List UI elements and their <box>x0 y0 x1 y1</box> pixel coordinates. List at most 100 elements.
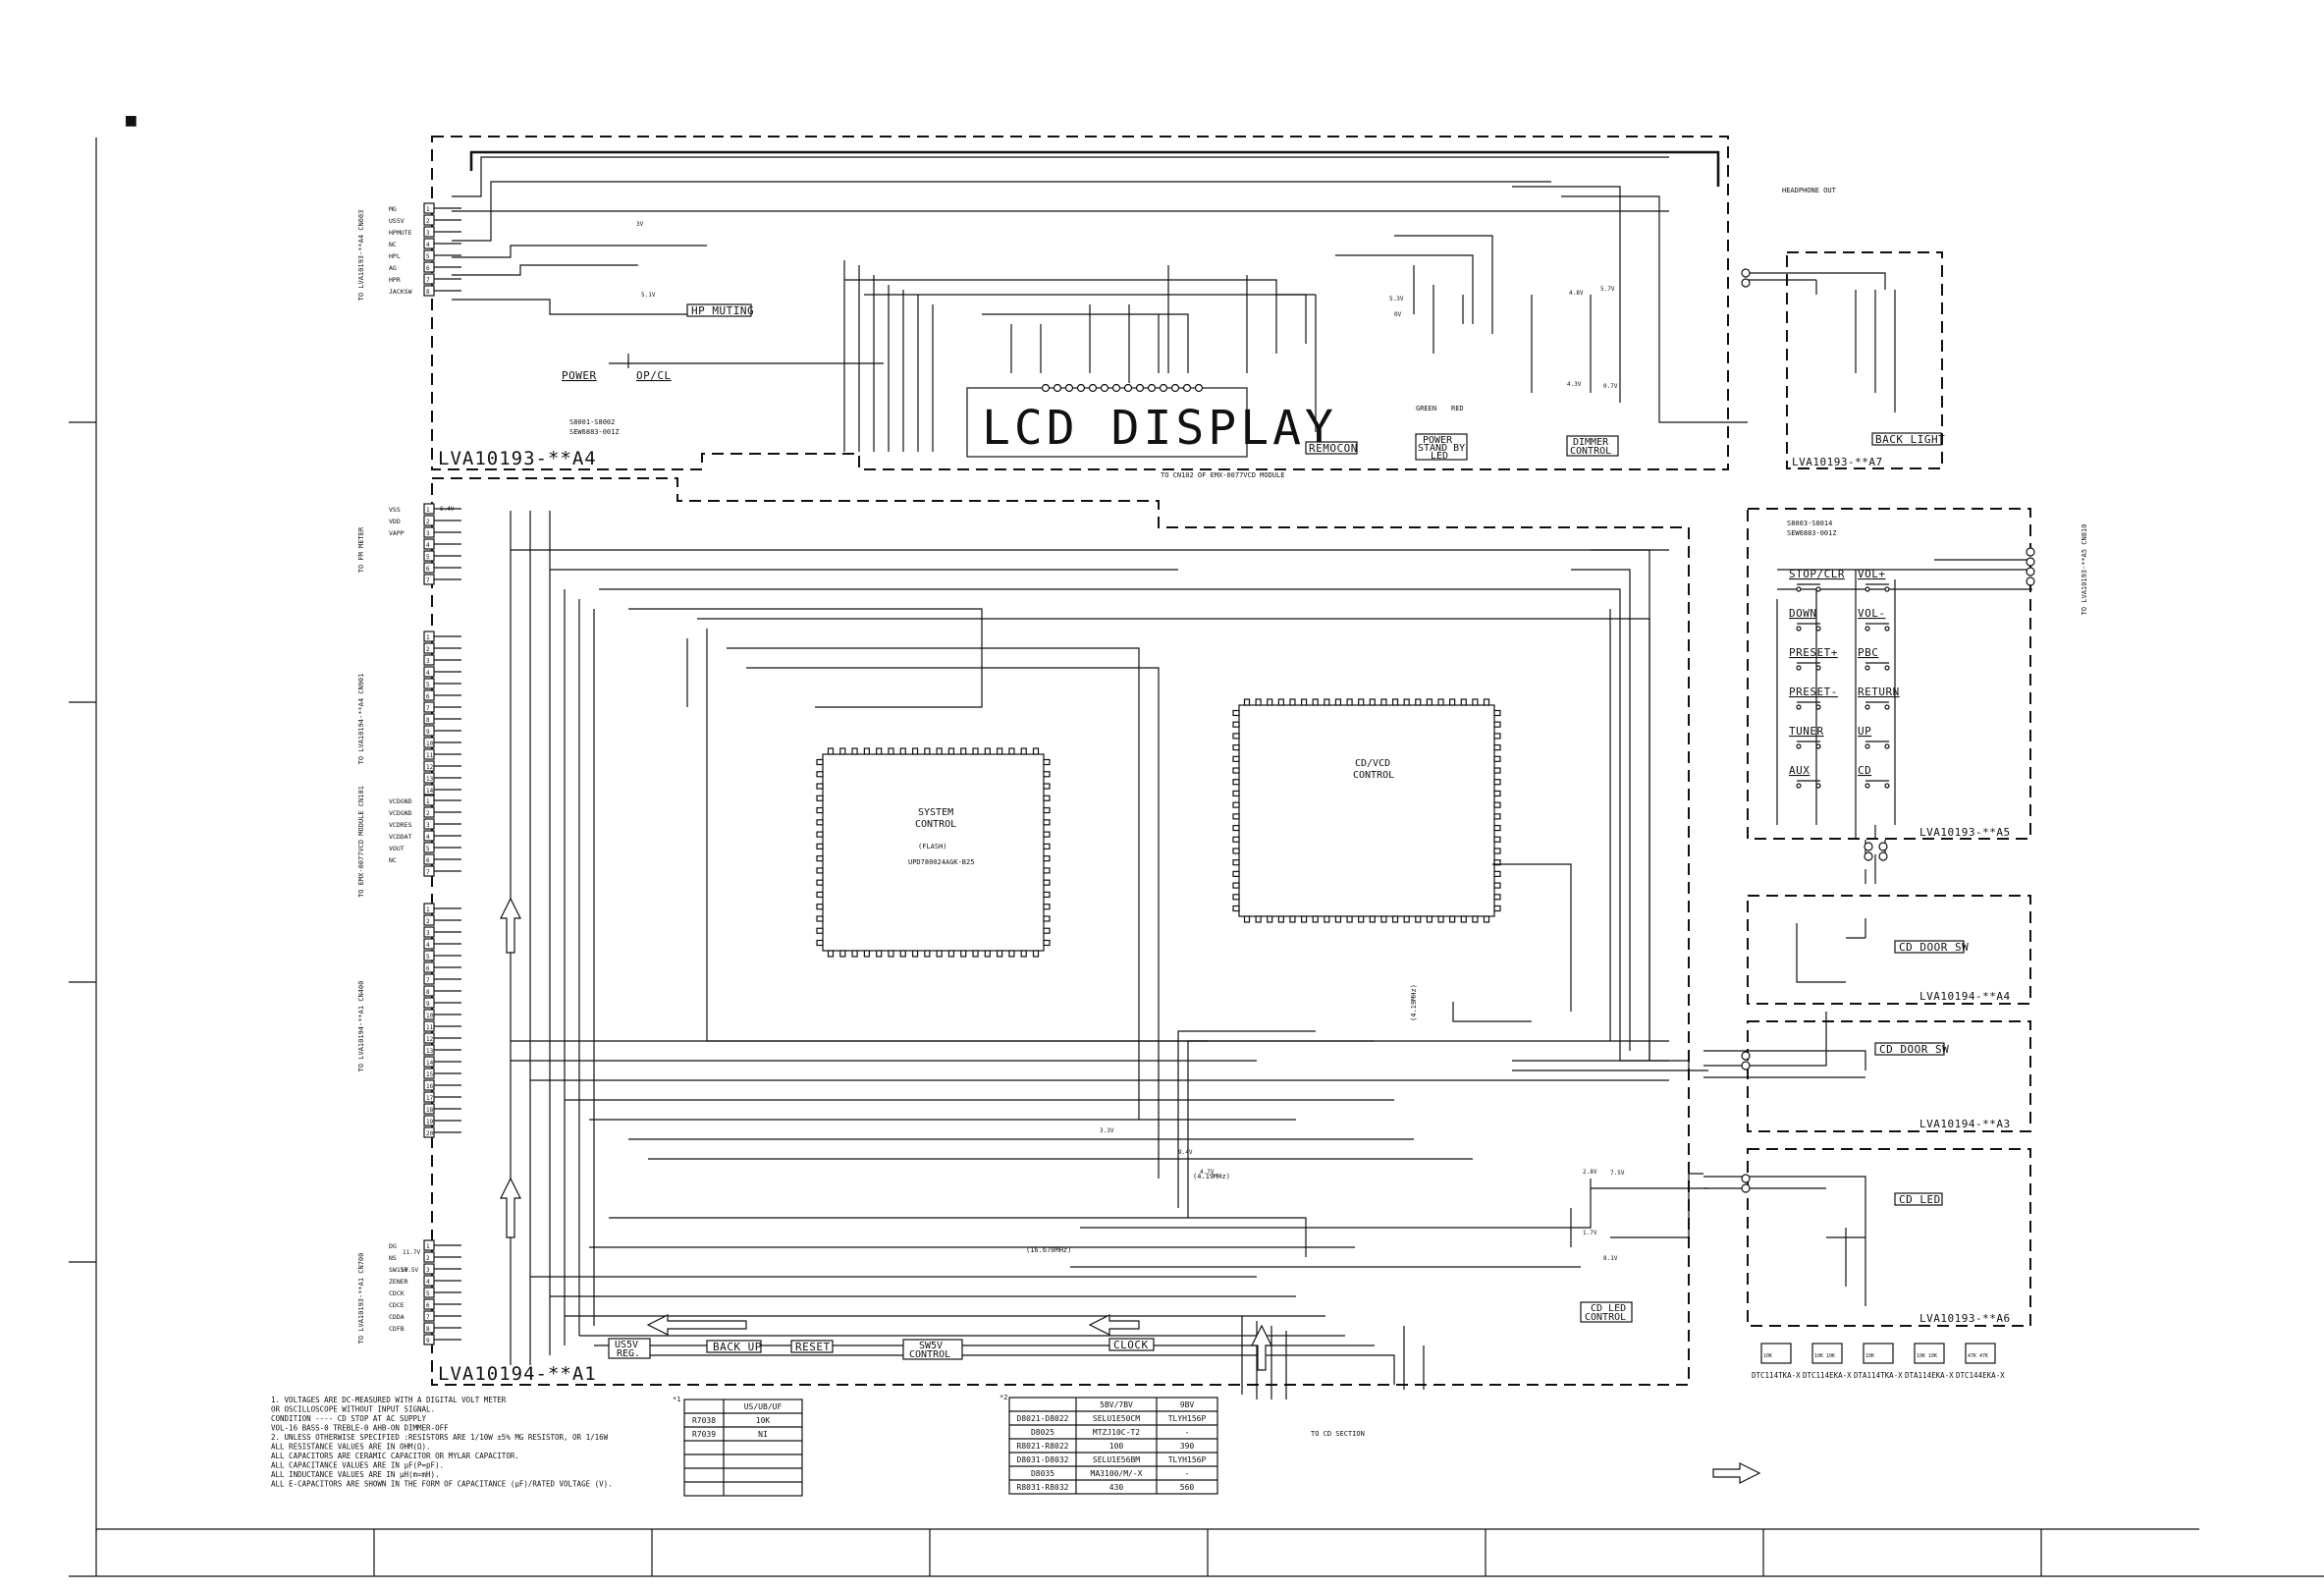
lcd-pin <box>1111 383 1121 393</box>
table-cell: SELU1E56BM <box>1093 1455 1140 1464</box>
ic-pin <box>984 950 991 958</box>
ic-pin <box>1043 879 1051 886</box>
ic-pin <box>1493 733 1501 740</box>
ic-pin <box>816 879 824 886</box>
ic-pin <box>816 771 824 778</box>
connector-pin-label: HPMUTE <box>389 229 412 237</box>
ic-pin <box>1460 698 1467 706</box>
table-header-cell: 9BV <box>1180 1400 1195 1409</box>
ic-pin <box>1493 848 1501 854</box>
table-cell: MA3100/M/-X <box>1091 1469 1143 1478</box>
connector-pin-number: 3 <box>426 658 430 665</box>
cd-led-box <box>1894 1192 1943 1206</box>
key-label-preset-[interactable]: PRESET- <box>1789 686 1838 698</box>
ic-pin <box>1043 783 1051 790</box>
ic-pin <box>1232 824 1240 832</box>
connector-pin-number: 4 <box>426 670 430 677</box>
key-label-preset-[interactable]: PRESET+ <box>1789 646 1838 659</box>
key-label-tuner[interactable]: TUNER <box>1789 725 1824 738</box>
back-up-box <box>706 1340 762 1353</box>
ic-pin <box>1493 882 1501 889</box>
lcd-pin <box>1170 383 1180 393</box>
cd-door-sw-box-1 <box>1894 940 1965 954</box>
cd-led-control-label-2: CONTROL <box>1585 1312 1626 1323</box>
ic-pin <box>863 950 870 958</box>
key-label-pbc[interactable]: PBC <box>1858 646 1878 659</box>
connector-pin <box>1864 851 1873 861</box>
key-label-stop-clr[interactable]: STOP/CLR <box>1789 568 1845 580</box>
lcd-pin <box>1194 383 1204 393</box>
key-label-down[interactable]: DOWN <box>1789 607 1817 620</box>
ic-pin <box>1277 915 1284 923</box>
table-cell: - <box>1185 1428 1190 1437</box>
key-contact <box>1865 704 1870 710</box>
key-label-vol-[interactable]: VOL- <box>1858 607 1886 620</box>
connector-pin-number: 4 <box>426 834 430 841</box>
key-contact <box>1815 704 1821 710</box>
main-panel-outline <box>431 136 1729 470</box>
connector-pin-number: 1 <box>426 798 430 805</box>
ic-pin <box>1449 915 1456 923</box>
ic-pin <box>1267 915 1273 923</box>
ic-pin <box>1493 824 1501 832</box>
table-cell: SELU1E50CM <box>1093 1414 1140 1423</box>
power-label[interactable]: POWER <box>562 369 597 382</box>
key-contact <box>1796 704 1802 710</box>
hp-muting-label: HP MUTING <box>691 304 754 317</box>
ic-pin <box>972 950 979 958</box>
transistor-symbol <box>1863 1343 1894 1364</box>
lcd-pin <box>1053 383 1062 393</box>
ic-pin <box>1232 859 1240 866</box>
key-label-aux[interactable]: AUX <box>1789 764 1810 777</box>
connector-pin-label: VCDGND <box>389 809 412 817</box>
key-ref-1: S8003-S8014 <box>1787 520 1832 527</box>
key-label-up[interactable]: UP <box>1858 725 1871 738</box>
system-control-label-1: SYSTEM <box>918 807 953 818</box>
op-cl-label[interactable]: OP/CL <box>636 369 672 382</box>
key-label-return[interactable]: RETURN <box>1858 686 1900 698</box>
connector-pin-number: 7 <box>426 869 430 876</box>
ic-pin <box>1043 939 1051 947</box>
ic-pin <box>1043 904 1051 910</box>
us5v-reg-box <box>608 1338 651 1359</box>
table-frame <box>683 1399 803 1497</box>
ic-pin <box>1020 747 1027 755</box>
ic-pin <box>1493 836 1501 843</box>
connector-pin-number: 6 <box>426 965 430 972</box>
voltage-label: 5.7V <box>1600 286 1615 293</box>
ic-pin <box>1043 891 1051 899</box>
connector-pin-label: US5V <box>389 217 405 225</box>
connector-pin-number: 5 <box>426 846 430 852</box>
ic-pin <box>899 747 906 755</box>
ic-pin <box>1426 698 1433 706</box>
table-header-cell: US/UB/UF <box>744 1402 783 1411</box>
table-mark: *1 <box>673 1396 680 1403</box>
module-label-cd-door-a3: LVA10194-**A3 <box>1919 1118 2011 1130</box>
ic-pin <box>1493 721 1501 728</box>
ic-pin <box>1493 779 1501 786</box>
table-cell: D8035 <box>1031 1469 1054 1478</box>
remocon-box <box>1305 441 1358 455</box>
note-line: ALL INDUCTANCE VALUES ARE IN μH(m=mH). <box>271 1470 440 1479</box>
key-label-cd[interactable]: CD <box>1858 764 1871 777</box>
red-led-label: RED <box>1451 405 1464 412</box>
ic-pin <box>816 927 824 934</box>
sw5v-control-label-2: CONTROL <box>909 1349 950 1360</box>
connector-pin-number: 1 <box>426 1243 430 1250</box>
connector-pin-number: 16 <box>426 1083 434 1090</box>
key-label-vol-[interactable]: VOL+ <box>1858 568 1886 580</box>
connector-pin-number: 5 <box>426 1290 430 1297</box>
ic-pin <box>888 747 894 755</box>
ic-pin <box>1232 779 1240 786</box>
connector-pin-number: 2 <box>426 1255 430 1262</box>
ic-pin <box>1391 698 1399 706</box>
connector-pin-label: VSS <box>389 506 401 514</box>
power-switch-ref-1: S8001-S8002 <box>569 418 615 426</box>
connector-pin-number: 11 <box>426 752 434 759</box>
connector-pin-number: 7 <box>426 277 430 284</box>
ic-pin <box>1300 698 1308 706</box>
table-cell: 560 <box>1180 1483 1195 1492</box>
cd-vcd-control-ic <box>1238 704 1495 917</box>
